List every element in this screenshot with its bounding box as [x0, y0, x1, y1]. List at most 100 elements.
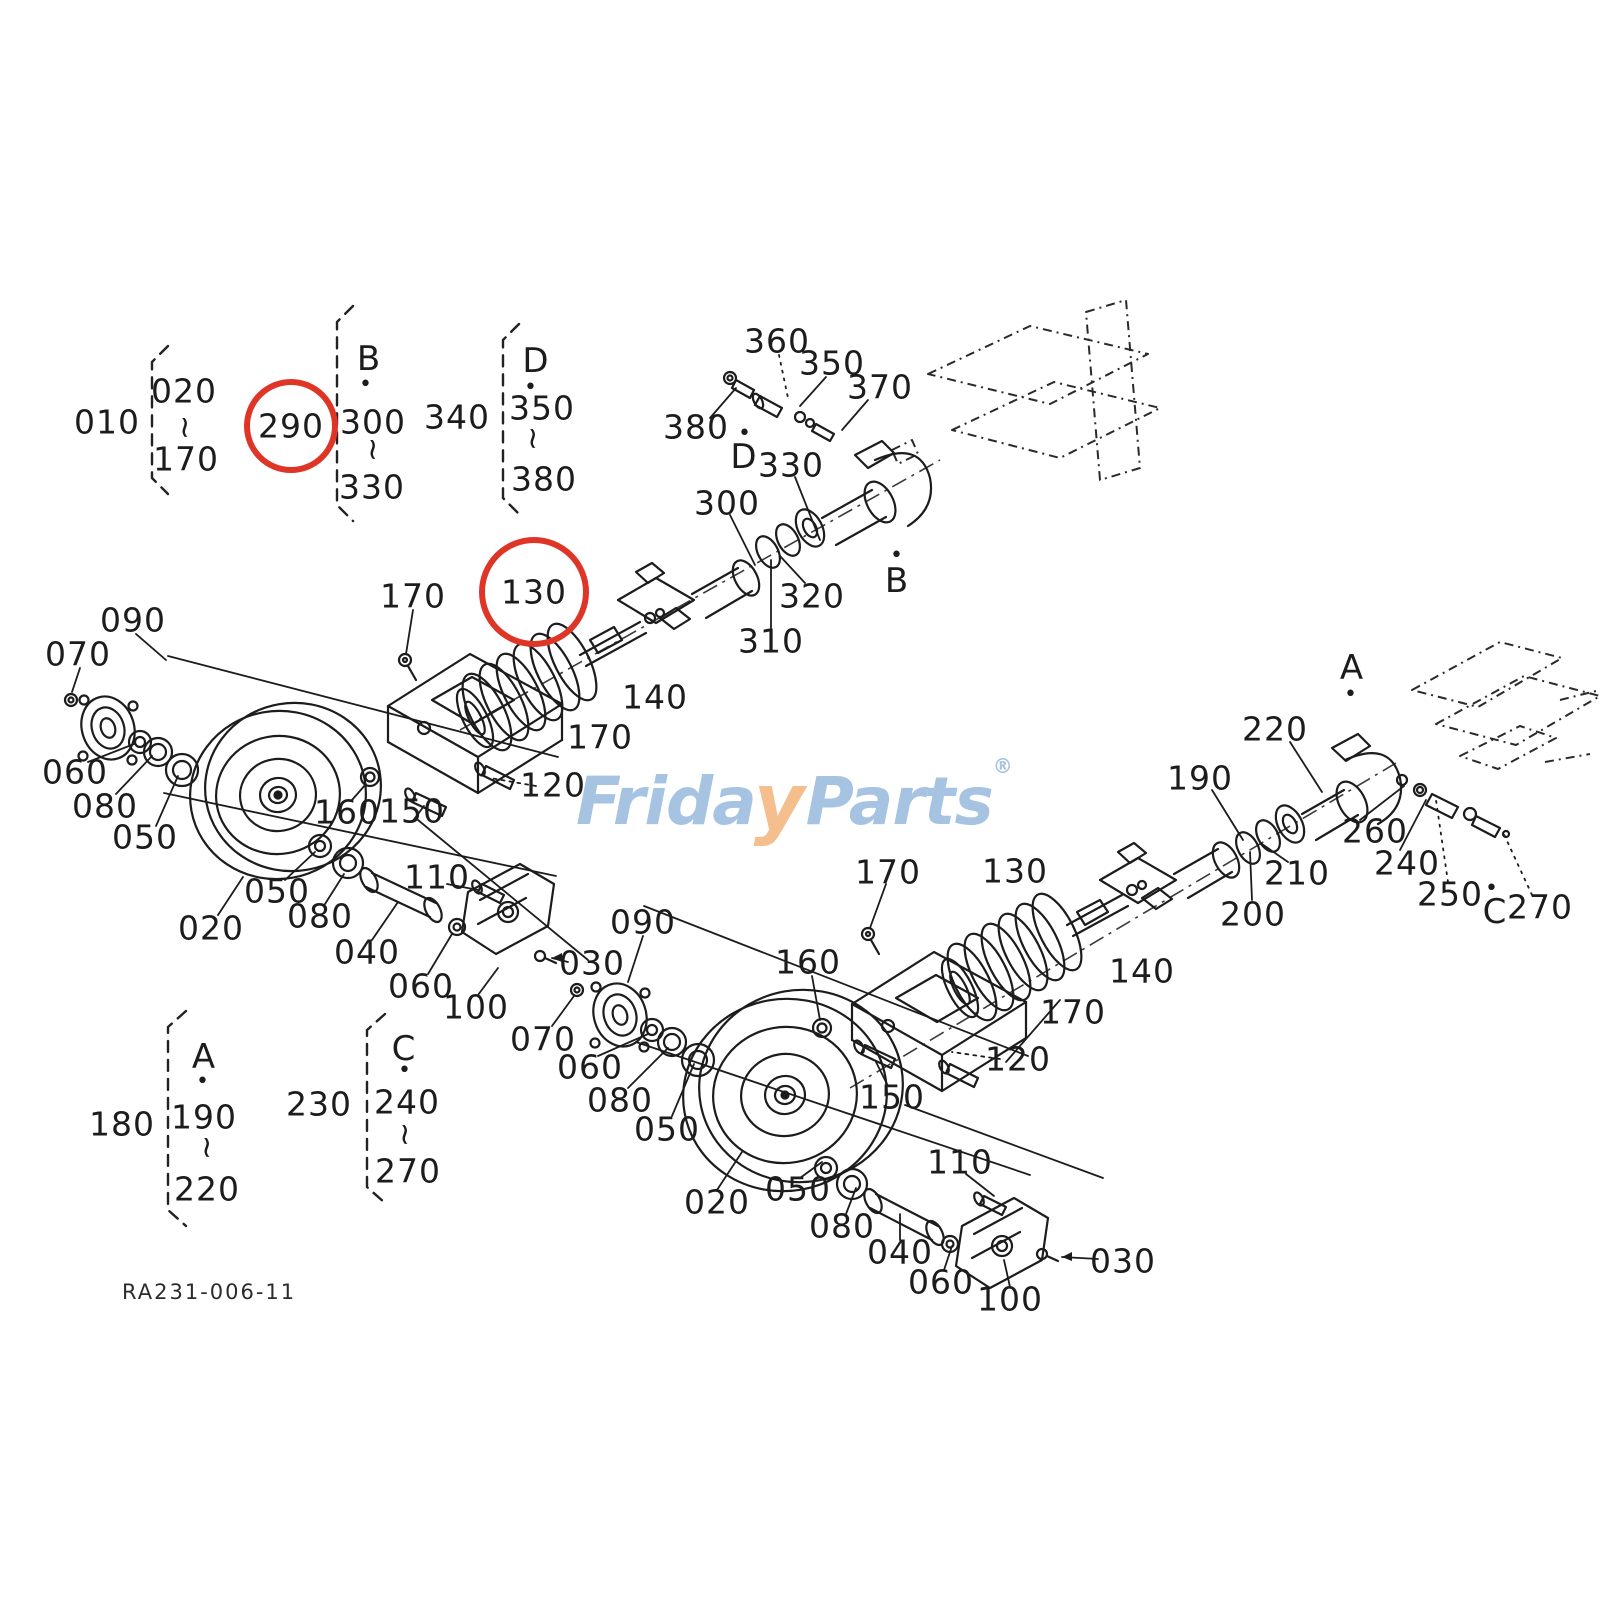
part-number-label: 060	[908, 1262, 974, 1302]
part-number-label: 370	[847, 367, 913, 407]
part-number-label: 060	[42, 752, 108, 792]
part-number-label: 250	[1417, 874, 1483, 914]
section-ref-dot: •	[890, 543, 904, 568]
range-tilde: ~	[515, 425, 550, 453]
part-number-label: 230	[286, 1084, 352, 1124]
part-number-label: 090	[100, 600, 166, 640]
highlight-circle-130	[479, 537, 589, 647]
part-number-label: 090	[610, 902, 676, 942]
part-number-label: 050	[634, 1109, 700, 1149]
part-number-label: 080	[809, 1206, 875, 1246]
part-number-label: 350	[509, 388, 575, 428]
watermark-parts: Parts	[805, 763, 994, 840]
part-number-label: 140	[622, 677, 688, 717]
section-ref-dot: •	[738, 421, 752, 446]
part-number-label: 320	[779, 576, 845, 616]
part-number-label: 350	[799, 343, 865, 383]
part-number-label: 040	[334, 932, 400, 972]
part-number-label: 170	[380, 576, 446, 616]
fridayparts-watermark: FridayParts®	[576, 754, 1013, 846]
part-number-label: 270	[1507, 887, 1573, 927]
part-number-label: 270	[375, 1151, 441, 1191]
part-number-label: 240	[1374, 843, 1440, 883]
registered-trademark-symbol: ®	[992, 754, 1013, 778]
part-number-label: 120	[520, 765, 586, 805]
section-ref-letter: C	[1482, 892, 1508, 932]
part-number-label: 220	[174, 1169, 240, 1209]
section-ref-dot: •	[398, 1058, 412, 1083]
part-number-label: 190	[1167, 758, 1233, 798]
part-number-label: 170	[153, 439, 219, 479]
part-number-label: 290	[258, 406, 324, 446]
part-number-label: 190	[171, 1097, 237, 1137]
section-ref-letter: D	[522, 341, 550, 381]
drawing-number: RA231-006-11	[122, 1280, 297, 1304]
section-ref-dot: •	[1344, 682, 1358, 707]
section-ref-letter: B	[884, 561, 910, 601]
section-ref-letter: B	[356, 339, 382, 379]
part-number-label: 220	[1242, 709, 1308, 749]
part-number-label: 050	[765, 1169, 831, 1209]
section-ref-dot: •	[359, 372, 373, 397]
part-number-label: 240	[374, 1082, 440, 1122]
centerlines	[459, 459, 1397, 1089]
part-number-label: 160	[314, 792, 380, 832]
part-number-label: 030	[1090, 1241, 1156, 1281]
part-number-label: 080	[287, 896, 353, 936]
part-number-label: 210	[1264, 853, 1330, 893]
left-idler-assembly	[63, 655, 589, 965]
section-ref-letter: A	[191, 1037, 217, 1077]
section-ref-dot: •	[196, 1069, 210, 1094]
section-ref-letter: D	[730, 437, 758, 477]
leader-lines	[71, 354, 1533, 1288]
part-number-label: 110	[404, 857, 470, 897]
part-number-label: 050	[112, 817, 178, 857]
highlight-circle-290	[244, 379, 338, 473]
part-number-label: 170	[1040, 992, 1106, 1032]
part-number-label: 070	[45, 634, 111, 674]
lower-idler-assembly	[569, 905, 1104, 1290]
watermark-y-swoosh: y	[753, 758, 805, 848]
part-number-label: 080	[587, 1080, 653, 1120]
range-tilde: ~	[387, 1121, 422, 1149]
section-ref-letter: C	[391, 1029, 417, 1069]
part-number-label: 140	[1109, 951, 1175, 991]
range-tilde: ~	[355, 436, 390, 464]
right-shaft-assembly	[1098, 732, 1511, 911]
part-number-label: 160	[775, 942, 841, 982]
part-number-label: 260	[1342, 811, 1408, 851]
part-number-label: 170	[567, 717, 633, 757]
part-number-label: 330	[758, 445, 824, 485]
part-number-label: 020	[151, 371, 217, 411]
part-number-label: 120	[985, 1039, 1051, 1079]
part-number-label: 040	[867, 1232, 933, 1272]
track-frame-sketch-right	[1411, 641, 1600, 770]
part-number-label: 340	[424, 397, 490, 437]
part-number-label: 150	[859, 1077, 925, 1117]
part-number-label: 020	[684, 1182, 750, 1222]
watermark-frida: Frida	[576, 763, 757, 840]
section-ref-dot: •	[524, 375, 538, 400]
part-number-label: 050	[244, 871, 310, 911]
part-number-label: 330	[339, 467, 405, 507]
part-number-label: 010	[74, 402, 140, 442]
section-ref-dot: •	[1485, 876, 1499, 901]
part-number-label: 130	[501, 572, 567, 612]
part-number-label: 200	[1220, 894, 1286, 934]
part-number-label: 150	[379, 791, 445, 831]
part-number-label: 060	[557, 1047, 623, 1087]
part-number-label: 300	[340, 402, 406, 442]
legend-brackets	[150, 304, 521, 1228]
part-number-label: 070	[510, 1019, 576, 1059]
part-number-label: 110	[927, 1142, 993, 1182]
part-number-label: 380	[511, 459, 577, 499]
range-tilde: ~	[167, 414, 202, 442]
part-number-label: 100	[977, 1279, 1043, 1319]
part-number-label: 020	[178, 908, 244, 948]
part-number-label: 030	[559, 943, 625, 983]
part-number-label: 360	[744, 321, 810, 361]
part-number-label: 100	[443, 987, 509, 1027]
tension-spring-assembly-1	[455, 370, 933, 752]
